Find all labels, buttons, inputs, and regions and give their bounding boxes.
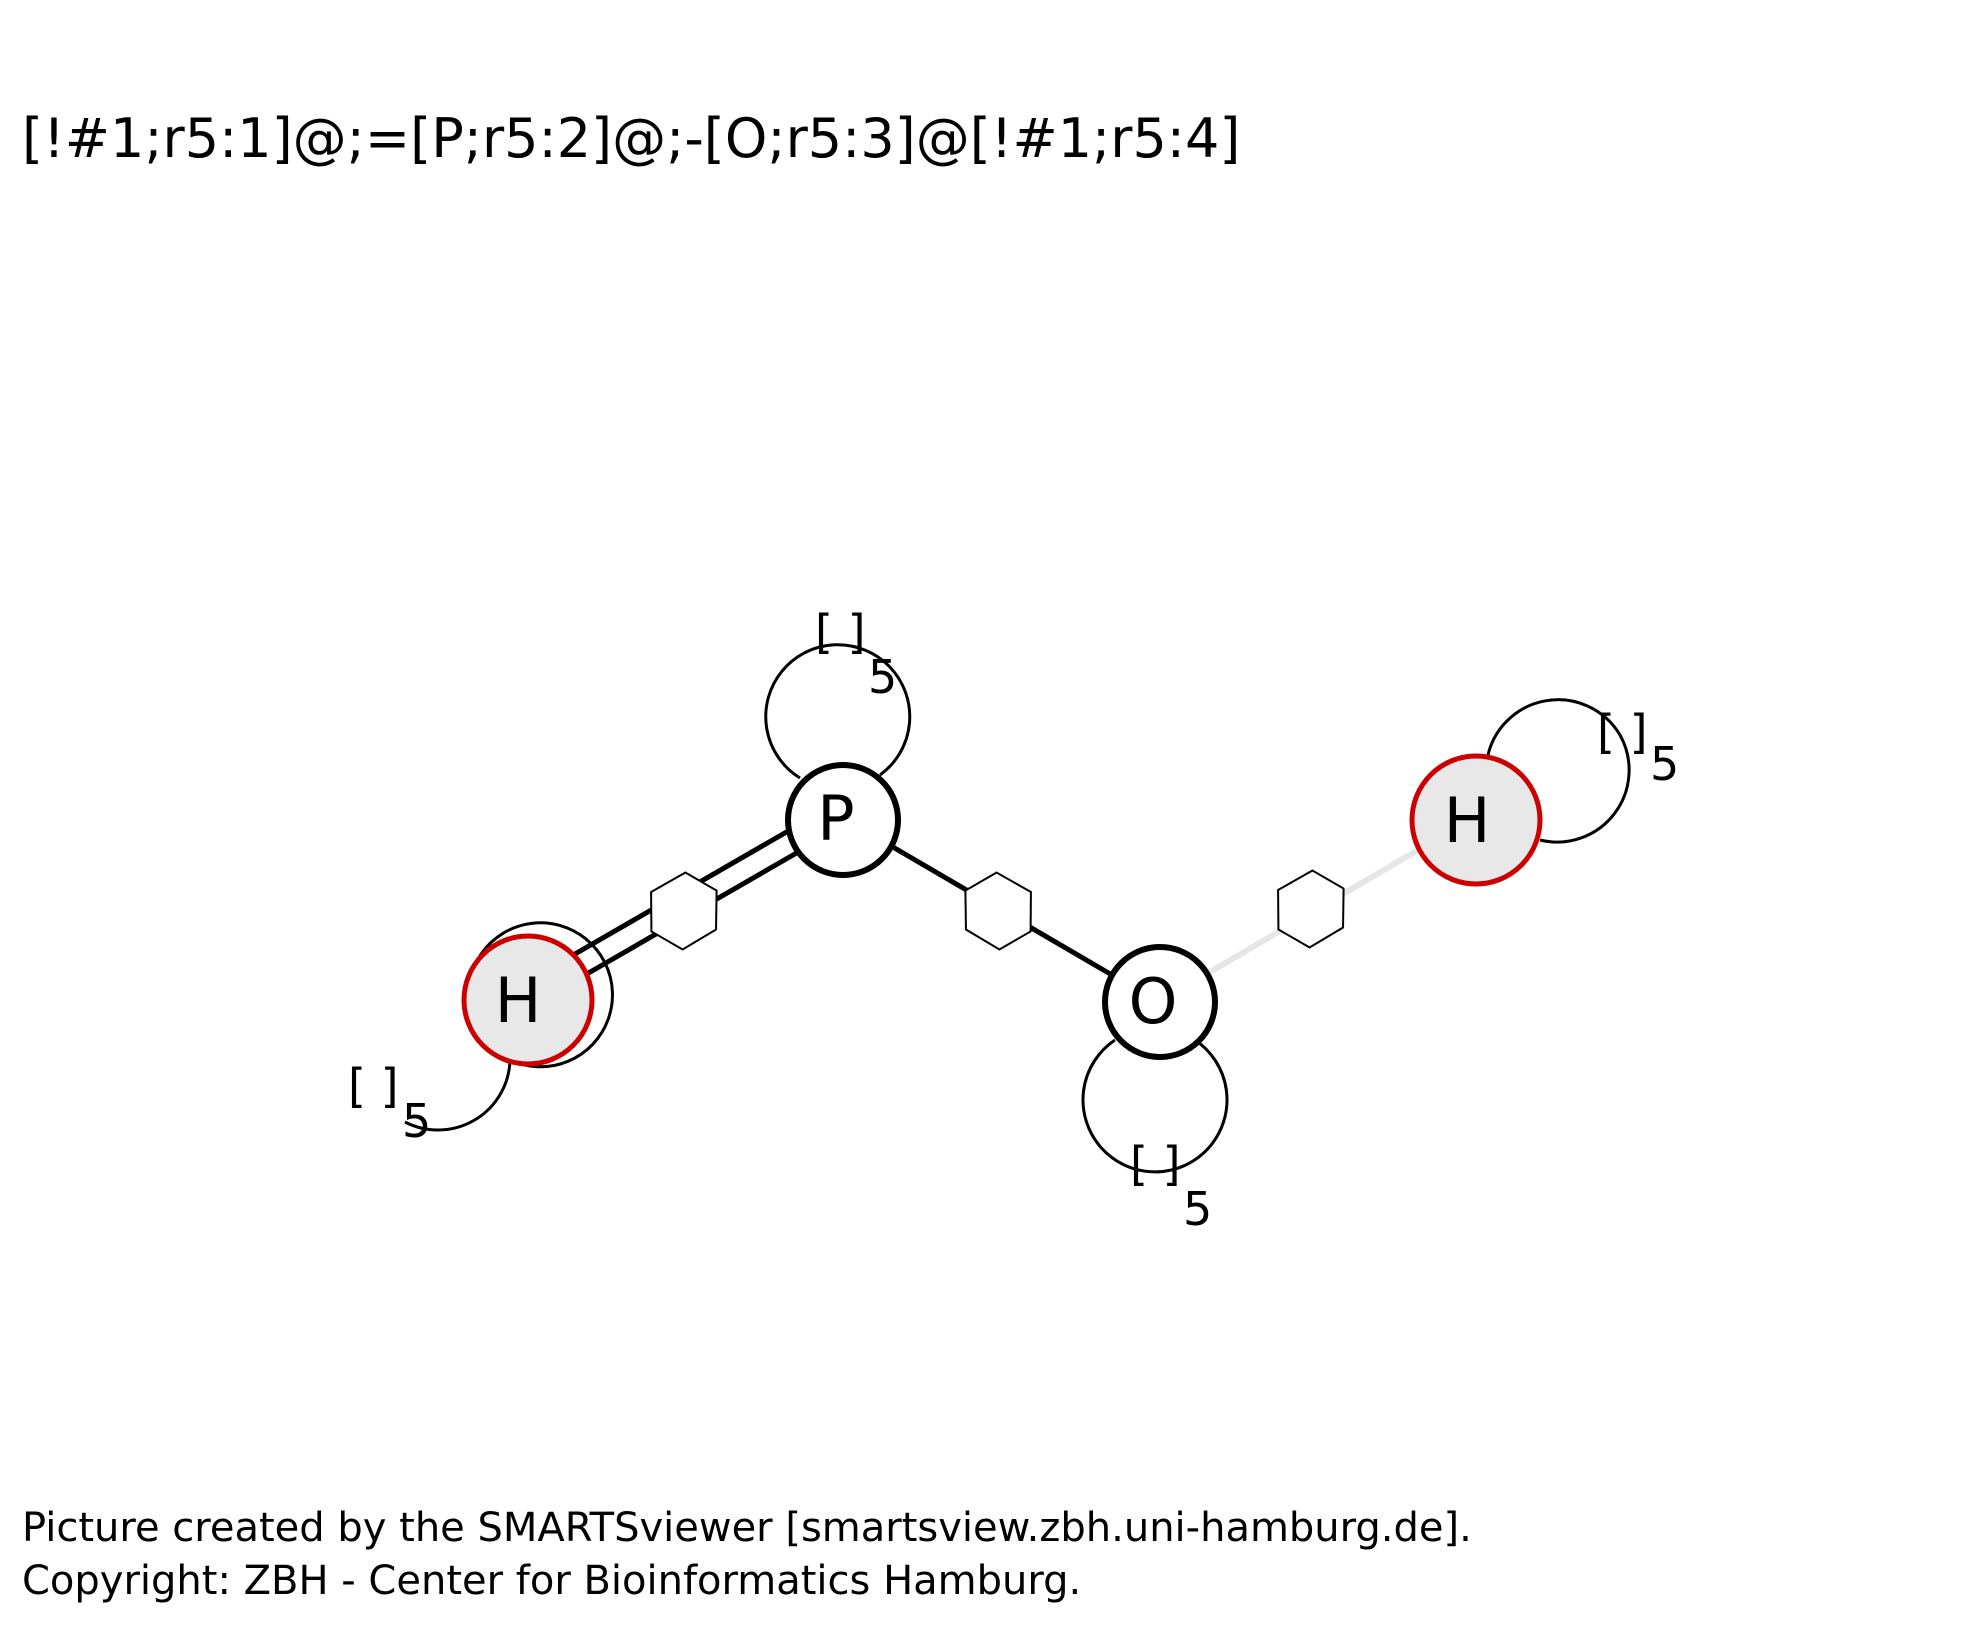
ring-loop-a1 xyxy=(404,921,614,1132)
atom-label-a4: H xyxy=(1444,784,1491,857)
ring-size-a3: 5 xyxy=(1183,1182,1212,1236)
atom-a3: O xyxy=(1102,944,1218,1060)
ring-bond-hexagon-icon xyxy=(650,871,718,951)
footer-line-1: Picture created by the SMARTSviewer [sma… xyxy=(22,1505,1472,1551)
ring-size-a2: 5 xyxy=(868,650,897,704)
ring-bracket-a2: [ ] xyxy=(815,605,866,659)
atom-a4: H xyxy=(1409,753,1543,887)
ring-bond-hexagon-icon xyxy=(964,871,1032,951)
ring-size-a4: 5 xyxy=(1650,737,1679,791)
ring-loop-a4 xyxy=(1485,698,1631,844)
atom-a1: H xyxy=(461,933,595,1067)
smarts-title: [!#1;r5:1]@;=[P;r5:2]@;-[O;r5:3]@[!#1;r5… xyxy=(22,107,1241,170)
footer-credits: Picture created by the SMARTSviewer [sma… xyxy=(22,1502,1472,1608)
atom-a2: P xyxy=(785,762,901,878)
ring-loop-a3 xyxy=(1081,1038,1229,1174)
footer-line-2: Copyright: ZBH - Center for Bioinformati… xyxy=(22,1558,1082,1604)
ring-bracket-a4: [ ] xyxy=(1597,705,1648,759)
atom-label-a3: O xyxy=(1129,965,1178,1038)
ring-bond-hexagon-icon xyxy=(1277,869,1345,949)
ring-bracket-a1: [ ] xyxy=(348,1059,399,1113)
ring-bracket-a3: [ ] xyxy=(1130,1137,1181,1191)
atom-label-a1: H xyxy=(495,964,542,1037)
ring-loop-a2 xyxy=(764,643,912,780)
ring-size-a1: 5 xyxy=(402,1094,431,1148)
atom-label-a2: P xyxy=(817,782,854,855)
